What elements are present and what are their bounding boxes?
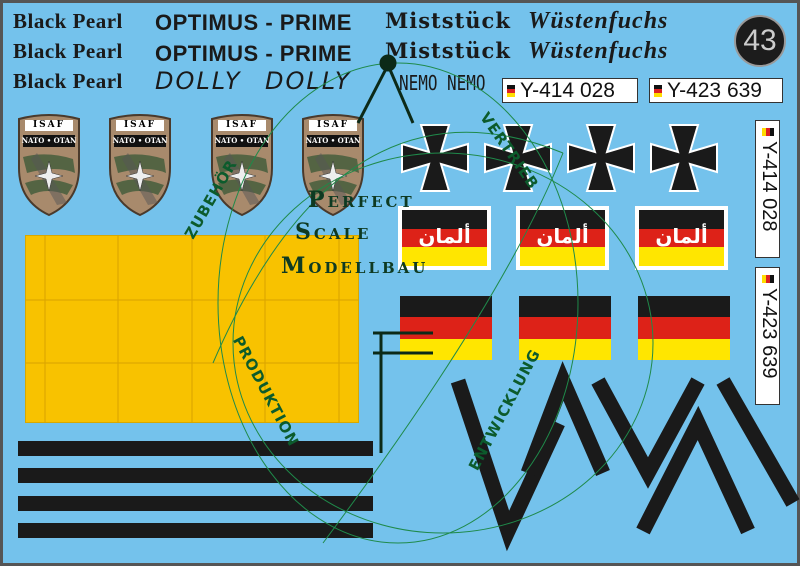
logo-watermark (212, 54, 654, 544)
decal-nemo: NEMO (399, 71, 438, 95)
decal-miststueck: Miststück (385, 8, 511, 33)
chevron-stroke (636, 405, 755, 535)
decal-wuestenfuchs: Wüstenfuchs (528, 38, 669, 64)
chevron-stroke (520, 361, 610, 476)
german-flag-icon (507, 84, 515, 97)
license-plate-vertical: Y-414 028 (755, 120, 780, 258)
number-badge: 43 (734, 15, 786, 67)
german-flag-arabic: ألمان (398, 206, 491, 270)
flag-arabic-text: ألمان (655, 224, 708, 248)
iron-cross-icon (484, 124, 552, 192)
license-plate: Y-414 028 (502, 78, 638, 103)
decal-black-pearl: Black Pearl (13, 69, 123, 93)
flag-arabic-text: ألمان (418, 224, 471, 248)
german-flag (638, 296, 730, 360)
chevron-stroke (716, 377, 800, 507)
shield-isaf-text: ISAF (316, 120, 350, 130)
iron-cross-icon (567, 124, 635, 192)
german-flag (519, 296, 611, 360)
license-plate: Y-423 639 (649, 78, 783, 103)
black-stripe (18, 523, 373, 538)
plate-number: Y-414 028 (520, 78, 615, 102)
decal-optimus-prime: OPTIMUS - PRIME (155, 10, 352, 35)
iron-cross-icon (401, 124, 469, 192)
iron-cross-icon (650, 124, 718, 192)
logo-perfect: Perfect (308, 187, 415, 213)
black-stripe (18, 468, 373, 483)
iron-crosses (401, 124, 718, 192)
shield-nato-text: NATO • OTAN (305, 136, 361, 145)
decal-optimus-prime: OPTIMUS - PRIME (155, 41, 352, 66)
shield-nato-text: NATO • OTAN (112, 136, 168, 145)
chevron-stroke (591, 377, 705, 489)
shield-nato-text: NATO • OTAN (21, 136, 77, 145)
decal-dolly: DOLLY (155, 67, 242, 95)
decal-black-pearl: Black Pearl (13, 9, 123, 33)
shield-nato-text: NATO • OTAN (214, 136, 270, 145)
decal-black-pearl: Black Pearl (13, 39, 123, 63)
license-plate-vertical: Y-423 639 (755, 267, 780, 405)
isaf-shield: ISAF NATO • OTAN (17, 113, 81, 222)
black-stripe (18, 441, 373, 456)
logo-scale: Scale (295, 219, 372, 245)
german-flag-arabic: ألمان (635, 206, 728, 270)
shield-isaf-text: ISAF (123, 120, 157, 130)
plate-number: Y-423 639 (667, 78, 762, 102)
decal-dolly: DOLLY (265, 67, 352, 95)
yellow-panel-grid (25, 235, 359, 423)
german-flag (400, 296, 492, 360)
decal-miststueck: Miststück (385, 38, 511, 63)
german-flag-icon (654, 84, 662, 97)
chevron-markings (450, 361, 800, 552)
isaf-shield-graphic (109, 114, 171, 217)
isaf-shield: ISAF NATO • OTAN (210, 113, 274, 222)
isaf-shield: ISAF NATO • OTAN (108, 113, 172, 222)
decal-wuestenfuchs: Wüstenfuchs (528, 8, 669, 34)
shield-isaf-text: ISAF (32, 120, 66, 130)
german-flag-arabic: ألمان (516, 206, 609, 270)
isaf-shield-graphic (18, 114, 80, 217)
isaf-shield-graphic (211, 114, 273, 217)
flag-arabic-text: ألمان (536, 224, 589, 248)
black-stripe (18, 496, 373, 511)
logo-modellbau: Modellbau (281, 253, 429, 279)
shield-isaf-text: ISAF (225, 120, 259, 130)
